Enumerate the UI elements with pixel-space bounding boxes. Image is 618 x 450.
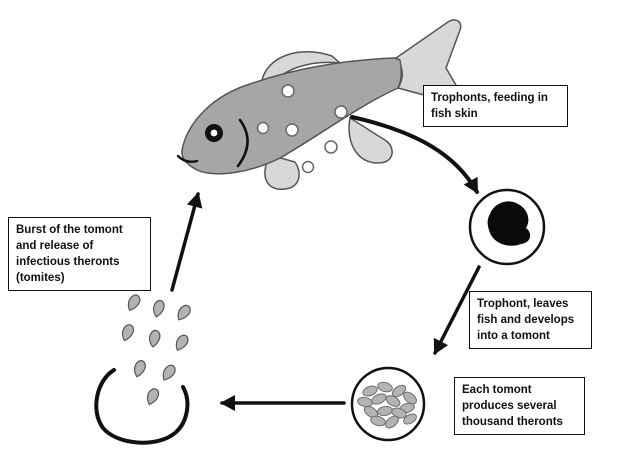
theront-droplet-icon [175,334,189,351]
fish-pelvic-fin [264,154,300,190]
fish-gill-line [236,118,249,168]
arrow-fish-to-trophont [350,115,479,194]
theront-droplets [121,294,191,406]
fish-icon [176,19,462,190]
label-trophonts-feeding: Trophonts, feeding in fish skin [423,85,568,128]
theront-droplet-icon [121,324,135,342]
trophont-spot [324,140,338,154]
trophont-spots [256,84,348,174]
arrow-burst-to-fish [170,192,203,292]
fish-mouth [176,154,199,164]
trophont-blob [487,201,531,246]
theront-droplet-icon [146,388,160,406]
trophont-spot [256,121,270,135]
trophont-spot [301,160,315,174]
label-trophont-leaves-fish: Trophont, leaves fish and develops into … [469,291,592,350]
theront-droplet-icon [177,304,191,321]
tomont-cells [357,381,417,429]
label-tomont-produces: Each tomont produces several thousand th… [454,377,585,436]
theront-droplet-icon [148,329,161,348]
theront-droplet-icon [127,294,141,311]
fish-anal-fin [348,116,393,164]
arrow-trophont-to-tomont [433,265,481,355]
label-burst-of-tomont: Burst of the tomont and release of infec… [8,217,151,292]
theront-droplet-icon [162,364,176,381]
trophont-spot [334,105,348,119]
theront-droplet-icon [133,360,146,378]
trophont-spot [285,123,299,137]
burst-curve-icon [94,368,190,445]
fish-eye-pupil [210,129,218,137]
fish-body [181,57,403,175]
trophont-blob-icon [468,188,546,266]
tomont-cluster-icon [350,366,426,442]
theront-droplet-icon [152,299,165,318]
trophont-spot [281,84,295,98]
